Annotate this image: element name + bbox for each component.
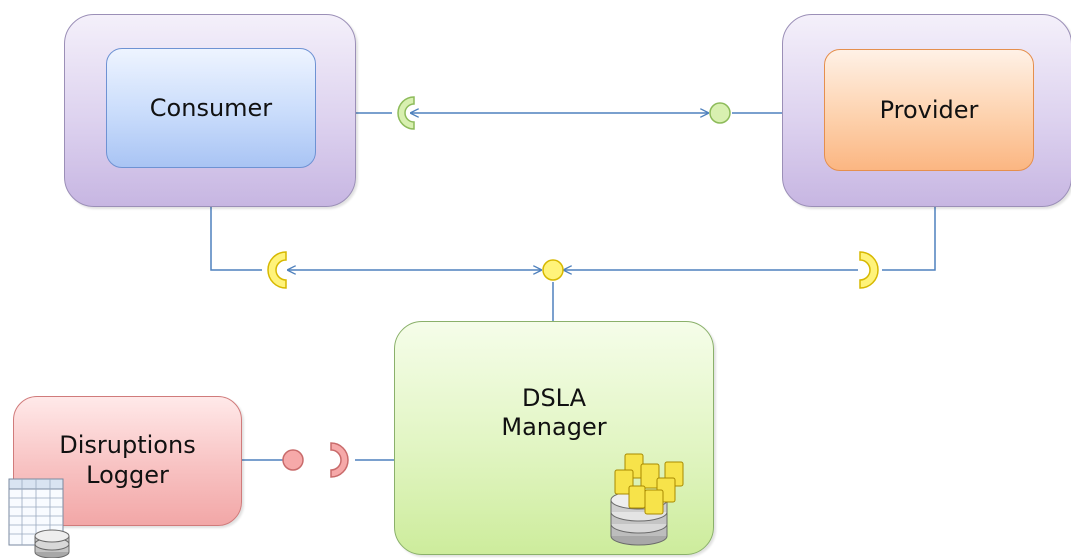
consumer-label: Consumer (149, 94, 273, 122)
provider-box: Provider (824, 49, 1034, 171)
provider-dsla-required-interface-icon (859, 251, 879, 289)
table-database-icon (8, 478, 70, 558)
provider-component: Provider (782, 14, 1071, 207)
consumer-component: Consumer (64, 14, 356, 207)
dsla-provided-interface-icon (542, 259, 564, 281)
logger-provided-interface-icon (282, 449, 304, 471)
dsla-manager-label: DSLA Manager (501, 384, 607, 441)
consumer-box: Consumer (106, 48, 316, 168)
provider-label: Provider (879, 96, 979, 124)
consumer-required-interface-icon (397, 96, 415, 130)
consumer-dsla-required-interface-icon (267, 251, 287, 289)
document-database-icon (610, 453, 684, 546)
disruptions-logger-label: Disruptions Logger (59, 431, 196, 489)
dsla-connectors (210, 207, 936, 321)
dsla-manager-component: DSLA Manager (394, 321, 714, 555)
provider-provided-interface-icon (709, 102, 731, 124)
dsla-logger-required-interface-icon (330, 442, 349, 478)
